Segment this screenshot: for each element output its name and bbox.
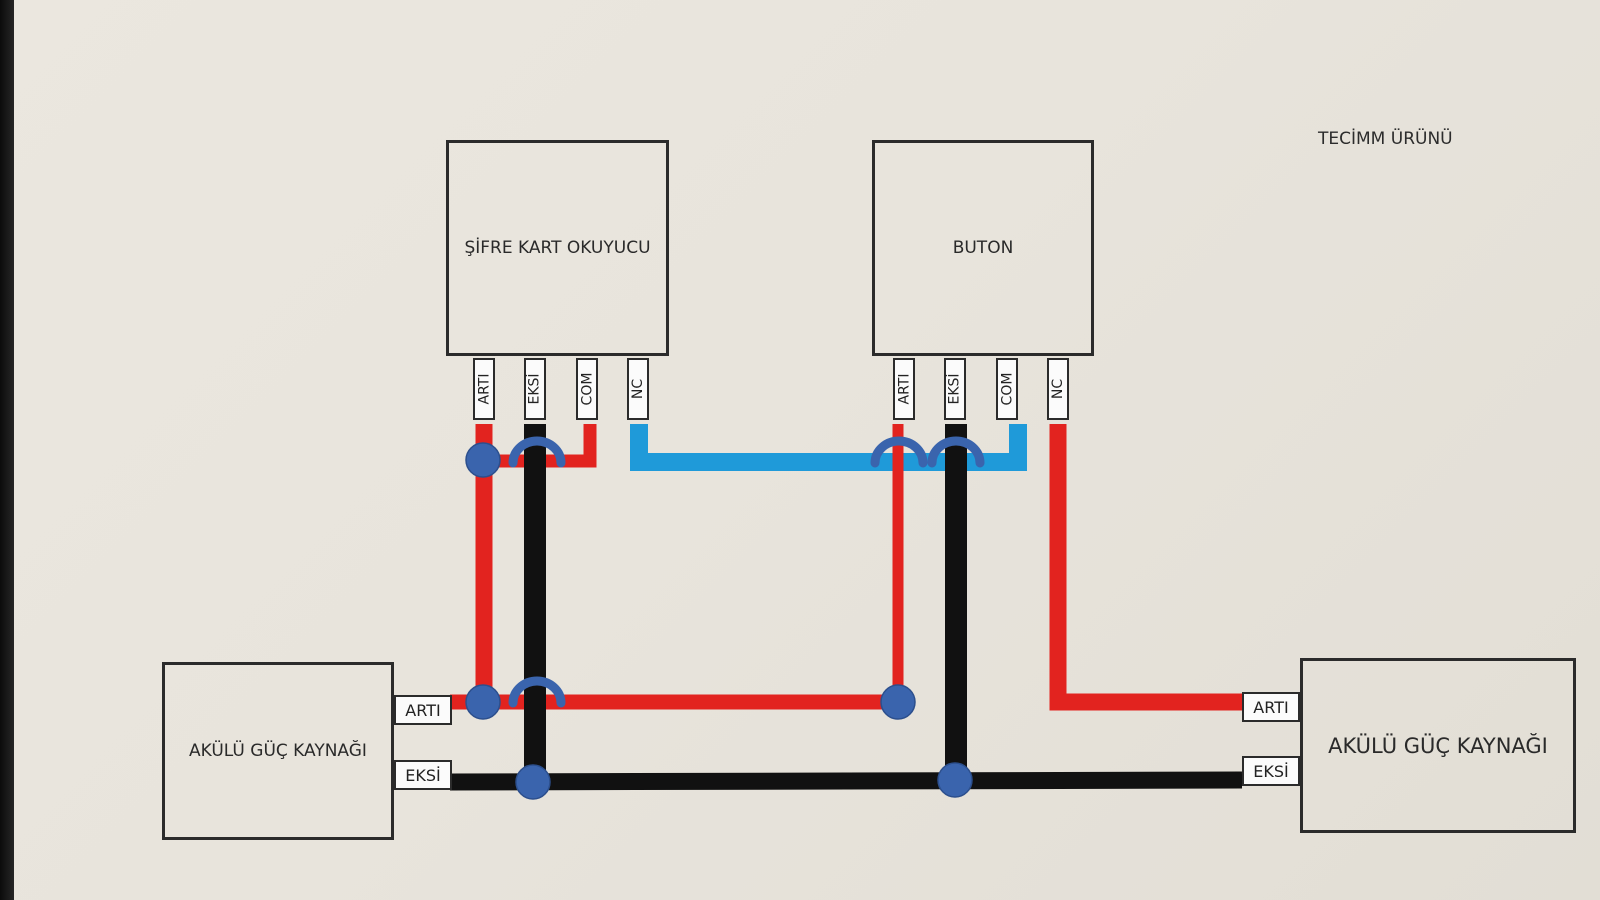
junction-dot: [465, 442, 501, 478]
monitor-bezel: [0, 0, 14, 900]
power-right-terminal-eksi: EKSİ: [1242, 756, 1300, 786]
positive-wire-com-jumper: [484, 424, 597, 468]
crossover-arc: [508, 676, 566, 708]
power-right-terminal-arti: ARTI: [1242, 692, 1300, 722]
power-supply-left-label: AKÜLÜ GÜÇ KAYNAĞI: [189, 741, 367, 761]
power-left-terminal-arti: ARTI: [394, 695, 452, 725]
crossover-arc: [927, 436, 985, 468]
button-terminal-nc: NC: [1047, 358, 1069, 420]
positive-wire-nc-to-right-power: [1049, 424, 1242, 711]
negative-wire-bus: [449, 771, 1243, 791]
junction-dot: [465, 684, 501, 720]
power-left-terminal-eksi: EKSİ: [394, 760, 452, 790]
card-reader-terminal-arti: ARTI: [473, 358, 495, 420]
button-block: BUTON: [872, 140, 1094, 356]
brand-label: TECİMM ÜRÜNÜ: [1318, 129, 1453, 149]
button-block-label: BUTON: [952, 238, 1014, 258]
power-supply-right-label: AKÜLÜ GÜÇ KAYNAĞI: [1328, 733, 1548, 758]
button-terminal-arti: ARTI: [893, 358, 915, 420]
junction-dot: [880, 684, 916, 720]
junction-dot: [937, 762, 973, 798]
card-reader-terminal-com: COM: [576, 358, 598, 420]
diagram-screen: [14, 0, 1600, 900]
card-reader-label: ŞİFRE KART OKUYUCU: [464, 238, 651, 258]
crossover-arc: [508, 436, 566, 468]
power-supply-right: AKÜLÜ GÜÇ KAYNAĞI: [1300, 658, 1576, 833]
power-supply-left: AKÜLÜ GÜÇ KAYNAĞI: [162, 662, 394, 840]
crossover-arc: [870, 436, 928, 468]
card-reader-block: ŞİFRE KART OKUYUCU: [446, 140, 669, 356]
signal-wire-nc-to-com: [630, 424, 1027, 471]
button-terminal-eksi: EKSİ: [944, 358, 966, 420]
card-reader-terminal-eksi: EKSİ: [524, 358, 546, 420]
card-reader-terminal-nc: NC: [627, 358, 649, 420]
button-terminal-com: COM: [996, 358, 1018, 420]
junction-dot: [515, 764, 551, 800]
